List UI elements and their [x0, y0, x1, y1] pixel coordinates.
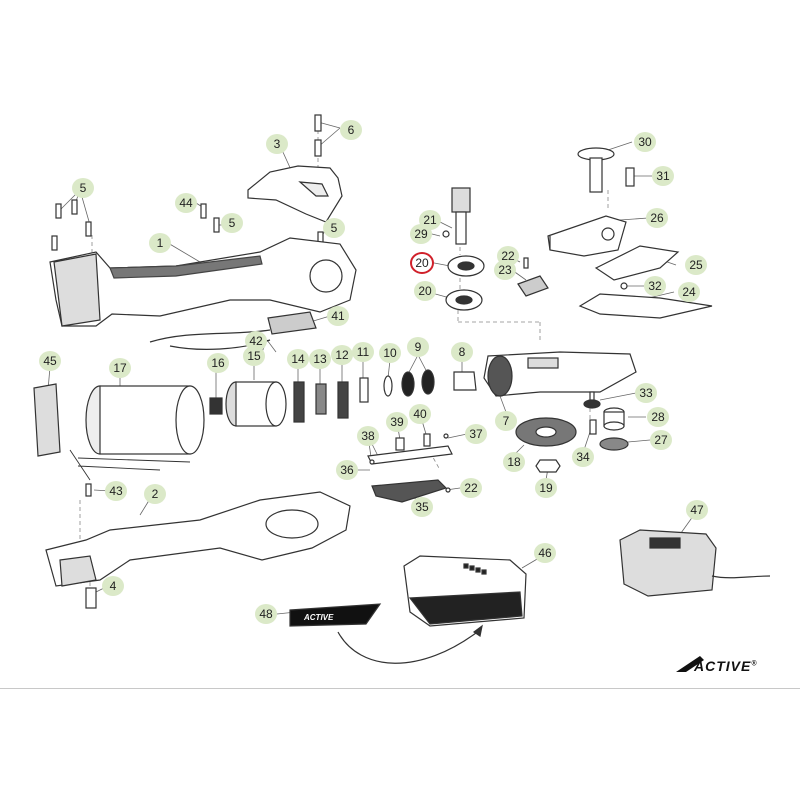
- part-label-1: 1: [149, 233, 171, 253]
- bevel-gear-18: [515, 417, 577, 447]
- part-label-29: 29: [410, 224, 432, 244]
- gearbox-15: [225, 381, 287, 427]
- part-label-5-left: 5: [72, 178, 94, 198]
- part-label-16: 16: [207, 353, 229, 373]
- part-label-33: 33: [635, 383, 657, 403]
- screw-22-top: [523, 257, 529, 269]
- part-label-42: 42: [245, 331, 267, 351]
- part-label-6: 6: [340, 120, 362, 140]
- bearing-20-upper: [447, 255, 485, 277]
- part-label-24: 24: [678, 282, 700, 302]
- screws-5: [51, 199, 324, 251]
- part-label-15: 15: [243, 346, 265, 366]
- part-label-40: 40: [409, 404, 431, 424]
- gear-27: [599, 437, 629, 451]
- part-label-17: 17: [109, 358, 131, 378]
- part-label-3: 3: [266, 134, 288, 154]
- gears-14-11: [293, 369, 435, 423]
- screws-6: [314, 114, 322, 157]
- shaft-30: [577, 147, 615, 193]
- part-label-35: 35: [411, 497, 433, 517]
- part-label-13: 13: [309, 349, 331, 369]
- part-label-38: 38: [357, 426, 379, 446]
- footer-divider: [0, 688, 800, 689]
- part-label-14: 14: [287, 349, 309, 369]
- screw-37: [443, 433, 449, 439]
- part-label-10: 10: [379, 343, 401, 363]
- screw-22-bottom: [445, 487, 451, 493]
- part-label-26: 26: [646, 208, 668, 228]
- sticker-48: ACTIVE: [289, 603, 382, 627]
- nut-19: [535, 459, 561, 473]
- sticker-arrow: [337, 629, 481, 664]
- part-16: [209, 397, 223, 415]
- part-label-19: 19: [535, 478, 557, 498]
- upper-blade-25: [594, 245, 680, 281]
- connector-45: [33, 383, 61, 457]
- charger-47: [619, 529, 771, 597]
- bushing-28: [603, 407, 625, 431]
- part-label-4: 4: [102, 576, 124, 596]
- part-label-36: 36: [336, 460, 358, 480]
- screw-44: [200, 203, 207, 219]
- gear-33: [583, 391, 601, 409]
- svg-text:ACTIVE: ACTIVE: [303, 613, 334, 622]
- part-label-23: 23: [494, 260, 516, 280]
- screw-32: [620, 282, 628, 290]
- spring-39: [395, 437, 405, 451]
- part-label-45: 45: [39, 351, 61, 371]
- part-label-22-bottom: 22: [460, 478, 482, 498]
- gear-sector-26: [547, 215, 627, 257]
- lower-blade-24: [578, 293, 713, 319]
- pin-31: [625, 167, 635, 187]
- brand-logo: ACTIVE®: [694, 658, 758, 674]
- part-label-48: 48: [255, 604, 277, 624]
- part-label-30: 30: [634, 132, 656, 152]
- screw-43: [85, 483, 92, 497]
- trigger-35: [371, 479, 448, 503]
- brand-swoosh: [676, 656, 704, 672]
- pin-34: [589, 419, 597, 435]
- trigger-lever-36: [367, 445, 453, 465]
- part-label-5-middle: 5: [221, 213, 243, 233]
- part-label-5-right: 5: [323, 218, 345, 238]
- part-label-43: 43: [105, 481, 127, 501]
- part-label-31: 31: [652, 166, 674, 186]
- part-label-28: 28: [647, 407, 669, 427]
- part-label-11: 11: [352, 342, 374, 362]
- part-label-25: 25: [685, 255, 707, 275]
- part-label-46: 46: [534, 543, 556, 563]
- motor-17: [69, 385, 205, 481]
- pinion-8: [453, 371, 477, 391]
- screw-38: [369, 459, 375, 465]
- part-label-20-highlighted: 20: [410, 252, 434, 274]
- bearing-20-lower: [445, 289, 483, 311]
- part-label-12: 12: [331, 345, 353, 365]
- part-label-2: 2: [144, 484, 166, 504]
- part-label-44: 44: [175, 193, 197, 213]
- part-label-20: 20: [414, 281, 436, 301]
- part-label-34: 34: [572, 447, 594, 467]
- sensor-23: [517, 275, 549, 297]
- pin-29: [442, 230, 450, 238]
- part-label-39: 39: [386, 412, 408, 432]
- plug-4: [85, 587, 97, 609]
- cutting-head-7: [483, 351, 637, 397]
- pcb-board: [267, 311, 317, 335]
- part-label-7: 7: [495, 411, 517, 431]
- part-label-18: 18: [503, 452, 525, 472]
- part-label-41: 41: [327, 306, 349, 326]
- part-label-8: 8: [451, 342, 473, 362]
- shaft-21: [451, 187, 471, 245]
- pin-40: [423, 433, 431, 447]
- part-label-37: 37: [465, 424, 487, 444]
- top-cover: [247, 165, 343, 223]
- part-label-32: 32: [644, 276, 666, 296]
- part-label-9: 9: [407, 337, 429, 357]
- battery-46: [403, 555, 527, 627]
- part-label-47: 47: [686, 500, 708, 520]
- part-label-27: 27: [650, 430, 672, 450]
